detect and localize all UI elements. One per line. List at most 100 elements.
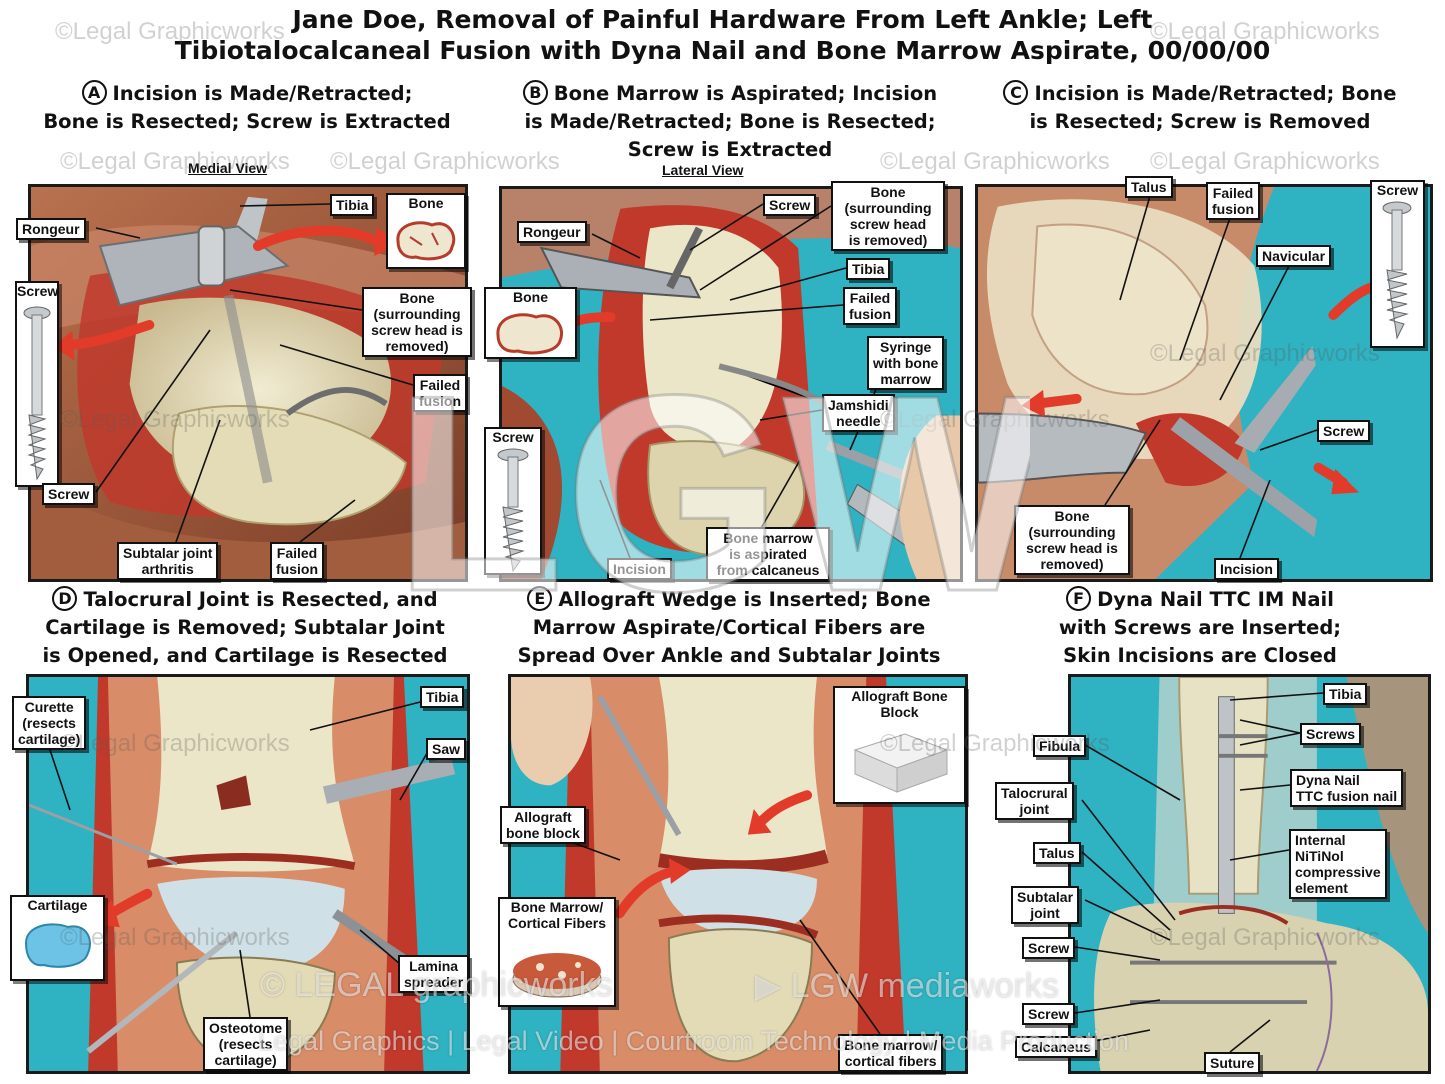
- screw-icon: [497, 448, 529, 573]
- step-d-letter: D: [52, 586, 78, 611]
- label-b-incision: Incision: [607, 558, 672, 580]
- label-f-subtalar: Subtalar joint: [1011, 886, 1080, 924]
- step-c-line-2: is Resected; Screw is Removed: [1029, 110, 1371, 133]
- step-b-line-2: is Made/Retracted; Bone is Resected;: [524, 110, 936, 133]
- view-label-lateral: Lateral View: [662, 162, 744, 178]
- panel-a-screw-inset: Screw: [15, 281, 59, 487]
- label-b-jamshidi: Jamshidi needle: [822, 394, 895, 432]
- label-f-talocrural: Talocrural joint: [995, 782, 1074, 820]
- label-d-saw: Saw: [426, 738, 467, 760]
- step-e-line-2: Marrow Aspirate/Cortical Fibers are: [532, 616, 926, 639]
- view-label-medial: Medial View: [188, 160, 268, 176]
- step-a-line-1: Incision is Made/Retracted;: [112, 82, 413, 105]
- panel-e-marrow-inset: Bone Marrow/ Cortical Fibers: [498, 897, 616, 1007]
- step-e-letter: E: [527, 586, 553, 611]
- label-c-talus: Talus: [1125, 176, 1173, 198]
- label-a-rongeur: Rongeur: [16, 218, 86, 240]
- label-c-failed-fusion: Failed fusion: [1206, 182, 1260, 220]
- panel-e-marrow-inset-label: Bone Marrow/ Cortical Fibers: [507, 899, 607, 931]
- panel-c-screw-inset: Screw: [1370, 180, 1425, 348]
- label-b-bone-head: Bone (surrounding screw head is removed): [831, 181, 945, 251]
- label-a-subtalar: Subtalar joint arthritis: [117, 542, 219, 580]
- panel-d-cartilage-inset-label: Cartilage: [27, 897, 88, 913]
- bone-fragment-icon: [496, 313, 563, 355]
- panel-b-screw-inset-label: Screw: [492, 429, 534, 445]
- label-a-bone-head: Bone (surrounding screw head is removed): [362, 287, 472, 357]
- step-c-line-1: Incision is Made/Retracted; Bone: [1034, 82, 1397, 105]
- step-d-line-2: Cartilage is Removed; Subtalar Joint: [45, 616, 445, 639]
- label-b-failed-fusion: Failed fusion: [843, 287, 897, 325]
- label-f-fibula: Fibula: [1033, 735, 1087, 757]
- screw-icon: [1382, 201, 1412, 340]
- label-b-screw-top: Screw: [763, 194, 817, 216]
- watermark: ©Legal Graphicworks: [1150, 148, 1380, 175]
- panel-e-allograft-inset-label: Allograft Bone Block: [851, 688, 948, 720]
- panel-a-bone-inset: Bone: [386, 193, 466, 269]
- label-c-incision: Incision: [1214, 558, 1279, 580]
- label-a-tibia: Tibia: [330, 194, 375, 216]
- label-c-navicular: Navicular: [1256, 245, 1332, 267]
- step-d-line-1: Talocrural Joint is Resected, and: [83, 588, 438, 611]
- panel-b-bone-inset: Bone: [484, 287, 577, 359]
- panel-d-cartilage-inset: Cartilage: [10, 895, 105, 981]
- step-b-letter: B: [522, 80, 548, 105]
- panel-b-screw-inset: Screw: [484, 427, 542, 575]
- step-c-letter: C: [1003, 80, 1029, 105]
- title-line-1: Jane Doe, Removal of Painful Hardware Fr…: [292, 5, 1153, 34]
- panel-d-surgical-art: [29, 677, 467, 1071]
- bone-fragment-icon: [396, 221, 456, 261]
- bone-marrow-dish-icon: [512, 953, 602, 998]
- step-f-line-3: Skin Incisions are Closed: [1063, 644, 1337, 667]
- label-a-failed-fusion-1: Failed fusion: [413, 374, 467, 412]
- label-f-screws: Screws: [1300, 723, 1362, 745]
- step-d-line-3: is Opened, and Cartilage is Resected: [42, 644, 448, 667]
- label-b-tibia: Tibia: [846, 258, 891, 280]
- cartilage-fragment-icon: [24, 923, 91, 968]
- label-a-failed-fusion-2: Failed fusion: [270, 542, 324, 580]
- label-e-marrow: Bone marrow/ cortical fibers: [838, 1034, 944, 1072]
- step-a-line-2: Bone is Resected; Screw is Extracted: [43, 110, 451, 133]
- panel-a-surgical-art: [31, 187, 465, 579]
- step-f-line-1: Dyna Nail TTC IM Nail: [1097, 588, 1334, 611]
- label-b-rongeur: Rongeur: [517, 221, 587, 243]
- step-f-letter: F: [1066, 586, 1092, 611]
- label-f-calcaneus: Calcaneus: [1015, 1036, 1098, 1058]
- panel-b-bone-inset-label: Bone: [513, 289, 548, 305]
- label-f-tibia: Tibia: [1323, 683, 1368, 705]
- label-d-tibia: Tibia: [420, 686, 465, 708]
- label-e-allograft: Allograft bone block: [500, 806, 586, 844]
- panel-c-screw-inset-label: Screw: [1376, 182, 1419, 198]
- label-d-osteotome: Osteotome (resects cartilage): [203, 1017, 289, 1071]
- label-f-dyna: Dyna Nail TTC fusion nail: [1290, 769, 1404, 807]
- panel-a-screw-inset-label: Screw: [17, 283, 59, 299]
- page-title: Jane Doe, Removal of Painful Hardware Fr…: [0, 4, 1445, 66]
- panel-a-bone-inset-label: Bone: [408, 195, 444, 211]
- panel-d-illustration: [26, 674, 470, 1074]
- label-b-marrow: Bone marrow is aspirated from calcaneus: [706, 527, 830, 581]
- label-f-screw-1: Screw: [1022, 937, 1076, 959]
- label-f-screw-2: Screw: [1022, 1003, 1076, 1025]
- label-c-screw: Screw: [1317, 420, 1371, 442]
- step-a-letter: A: [81, 80, 107, 105]
- panel-e-allograft-inset: Allograft Bone Block: [833, 686, 966, 804]
- bone-block-icon: [853, 733, 949, 793]
- label-b-syringe: Syringe with bone marrow: [867, 336, 945, 390]
- label-c-bone-head: Bone (surrounding screw head is removed): [1014, 505, 1130, 575]
- screw-icon: [23, 306, 51, 481]
- title-line-2: Tibiotalocalcaneal Fusion with Dyna Nail…: [174, 36, 1271, 65]
- label-f-talus: Talus: [1033, 842, 1081, 864]
- step-e-line-1: Allograft Wedge is Inserted; Bone: [558, 588, 931, 611]
- label-f-suture: Suture: [1204, 1052, 1261, 1074]
- label-d-lamina: Lamina spreader: [398, 955, 470, 993]
- label-d-curette: Curette (resects cartilage): [12, 696, 87, 750]
- label-a-screw: Screw: [42, 483, 96, 505]
- step-b-line-3: Screw is Extracted: [627, 138, 833, 161]
- label-f-internal: Internal NiTiNol compressive element: [1289, 829, 1387, 899]
- step-f-line-2: with Screws are Inserted;: [1058, 616, 1342, 639]
